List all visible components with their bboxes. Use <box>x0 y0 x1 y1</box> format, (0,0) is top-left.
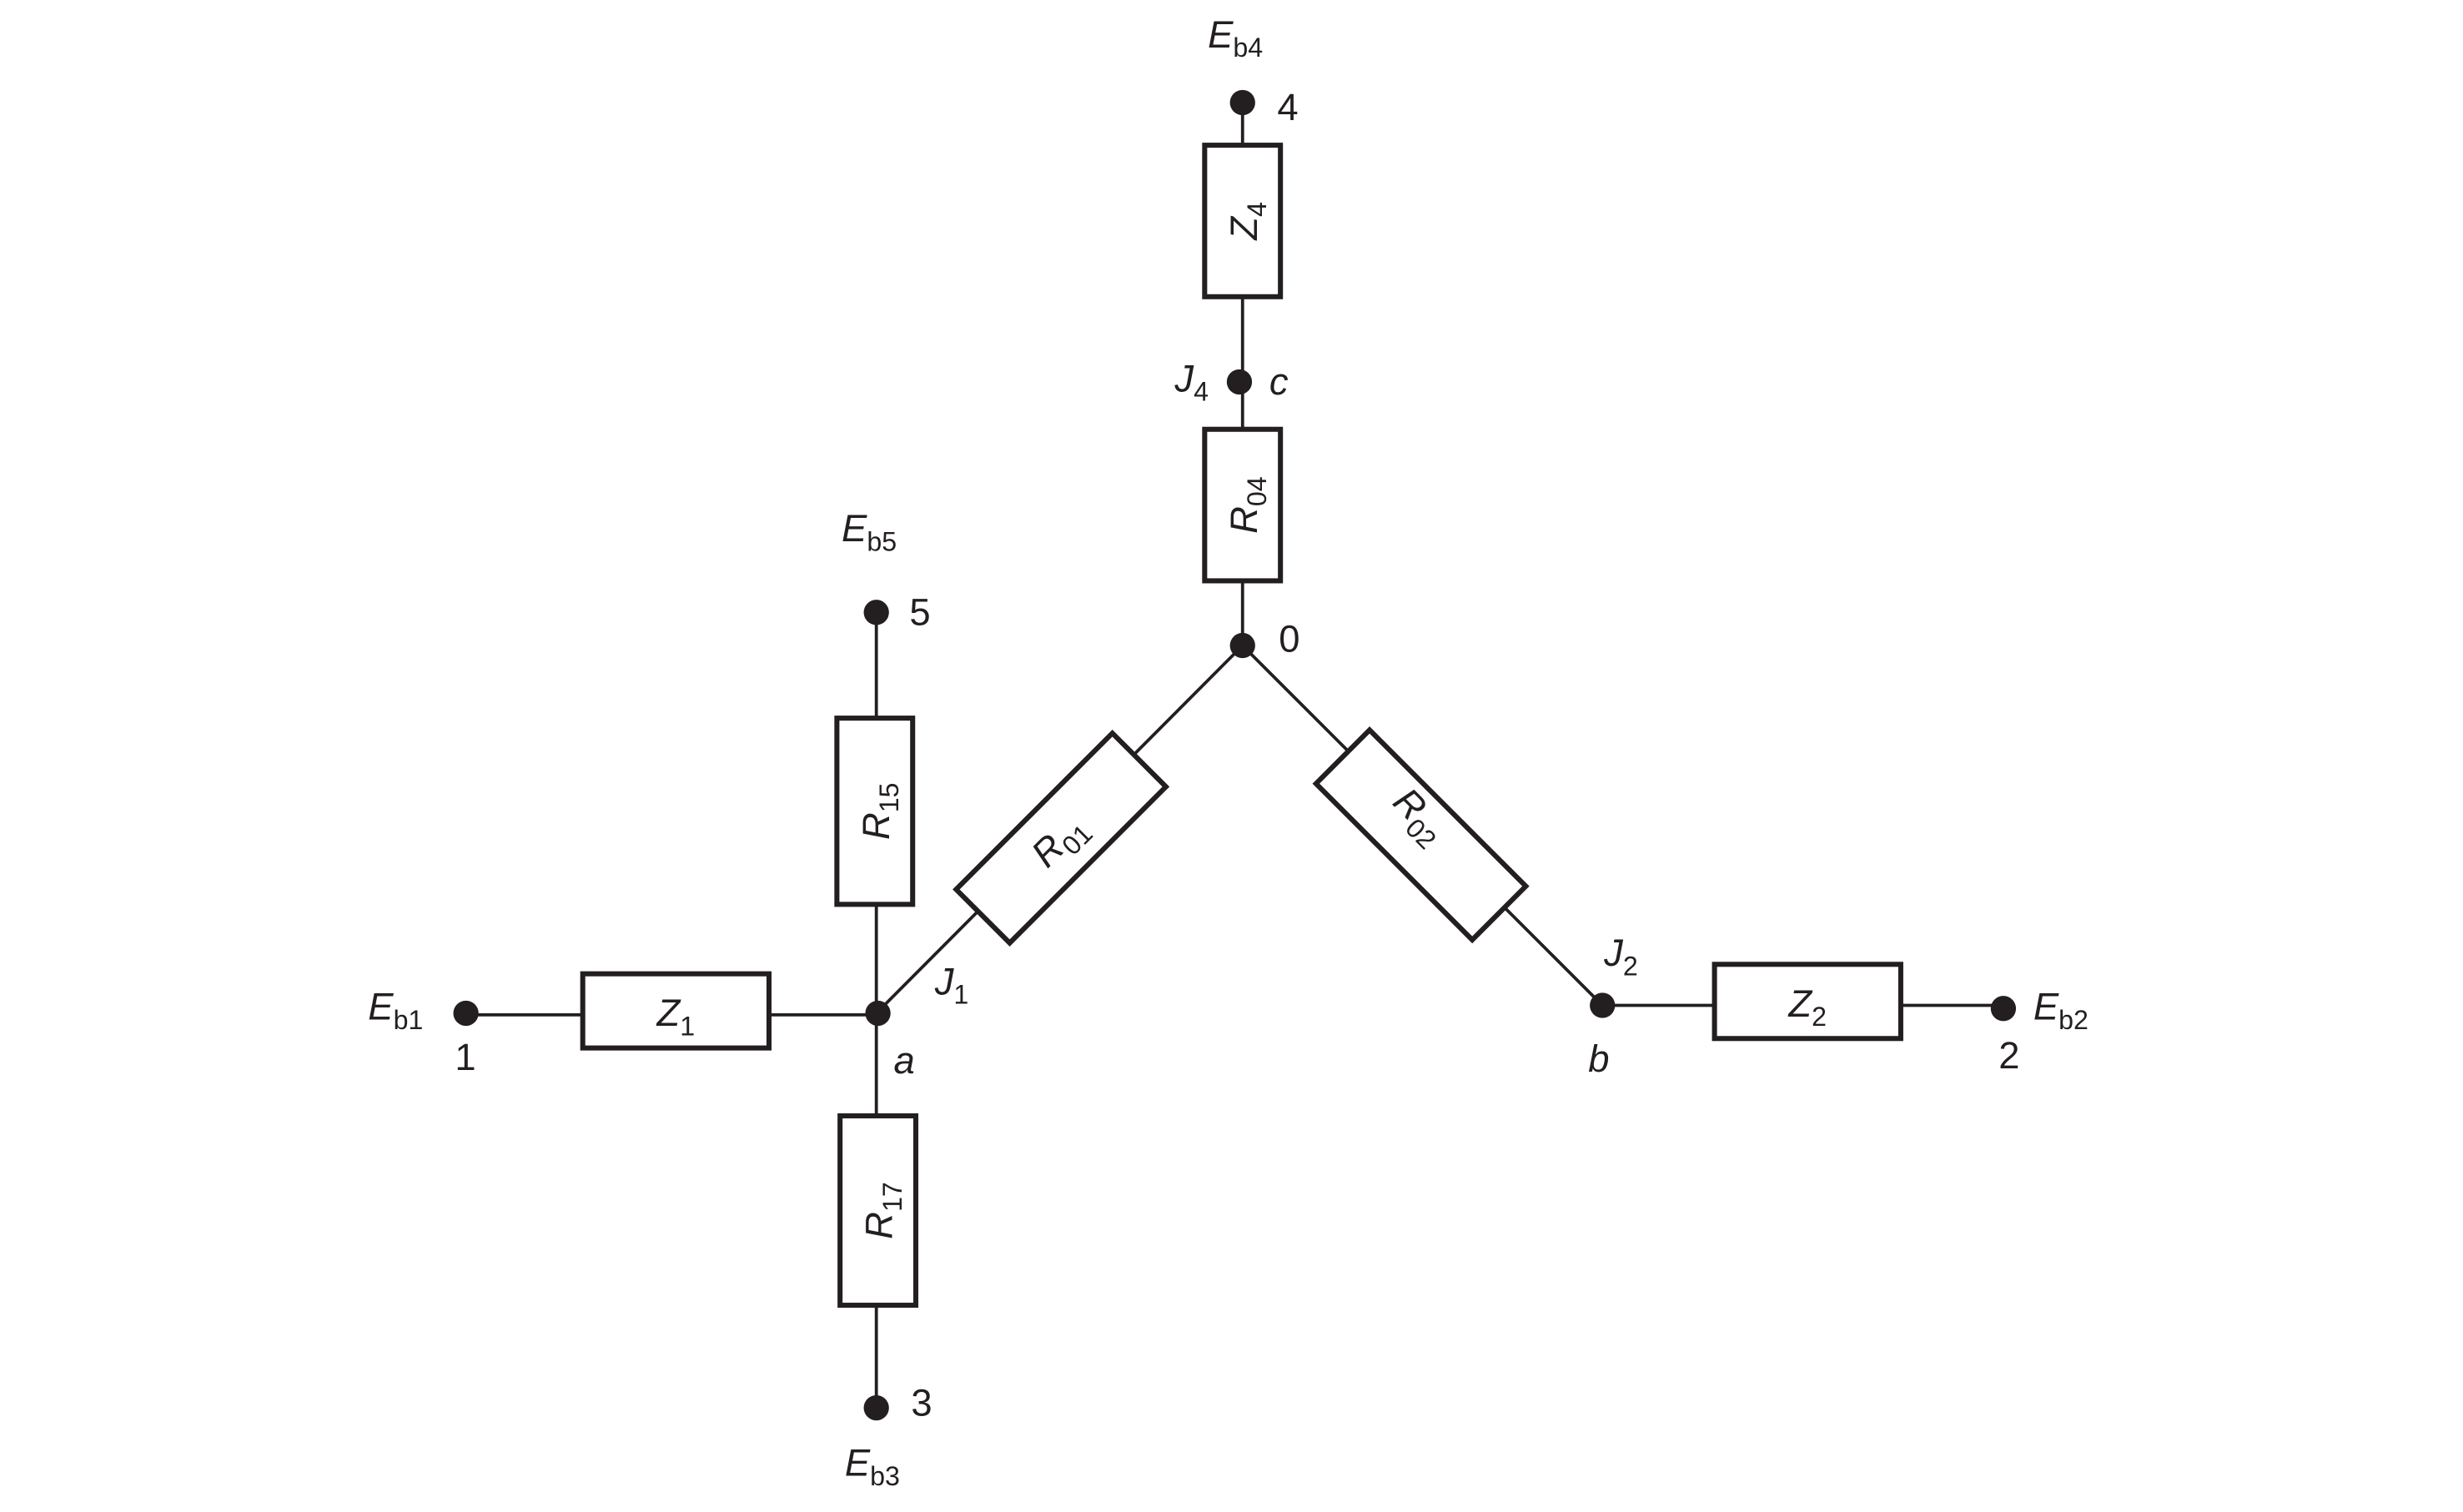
r17-resistor <box>837 1113 919 1309</box>
node-5-label: 5 <box>909 590 930 633</box>
eb4-label: Eb4 <box>1208 13 1263 63</box>
j2-label: J2 <box>1603 932 1638 981</box>
z1-label: Z1 <box>656 992 696 1041</box>
node-4-label: 4 <box>1277 86 1298 128</box>
node-2-label: 2 <box>1998 1034 2019 1077</box>
r04-label: R04 <box>1223 476 1272 534</box>
eb1-label: Eb1 <box>368 986 423 1035</box>
node-1-label: 1 <box>455 1036 475 1078</box>
r15-label: R15 <box>855 782 904 840</box>
r02-resistor <box>1312 726 1530 944</box>
node-a-label: a <box>894 1039 915 1082</box>
node-0-label: 0 <box>1279 618 1299 661</box>
node-b-label: b <box>1588 1037 1609 1080</box>
node-dots <box>453 89 2017 1421</box>
node-3-label: 3 <box>911 1382 932 1424</box>
eb2-label: Eb2 <box>2033 986 2089 1035</box>
z2-impedance <box>1712 962 1903 1042</box>
z4-label: Z4 <box>1223 202 1272 241</box>
r17-label: R17 <box>858 1182 907 1239</box>
j4-label: J4 <box>1174 357 1209 406</box>
z4-impedance <box>1202 143 1284 299</box>
r01-resistor <box>953 729 1170 947</box>
r15-resistor <box>834 716 916 907</box>
z1-impedance <box>580 971 772 1051</box>
eb5-label: Eb5 <box>842 507 897 556</box>
eb3-label: Eb3 <box>845 1441 900 1490</box>
r04-resistor <box>1202 426 1284 584</box>
node-c-label: c <box>1269 360 1289 403</box>
z2-label: Z2 <box>1787 982 1827 1032</box>
j1-label: J1 <box>934 960 969 1009</box>
